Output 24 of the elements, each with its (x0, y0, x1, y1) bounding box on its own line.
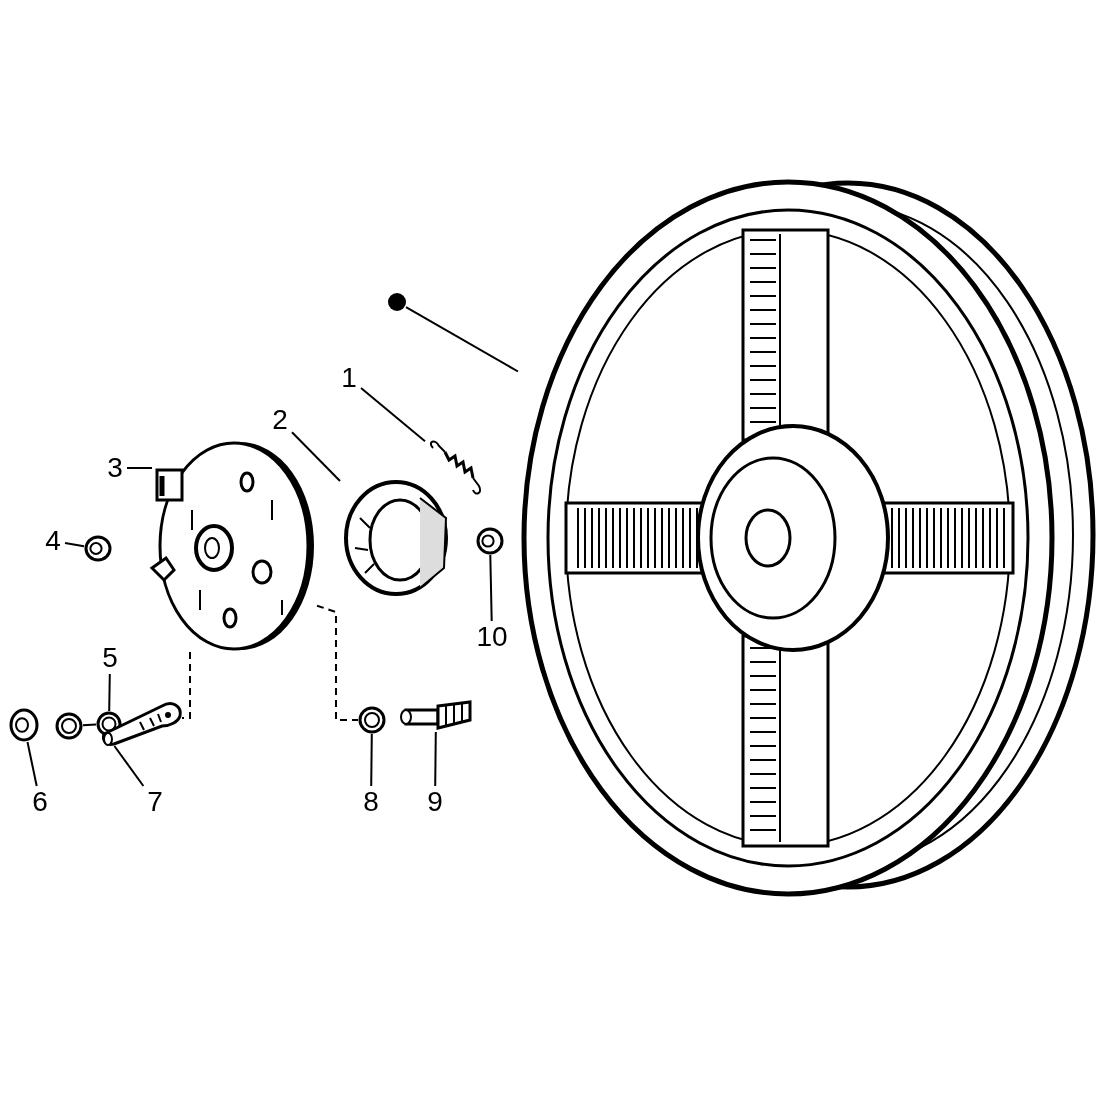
callout-number: 1 (337, 362, 361, 394)
callout-number: 7 (143, 786, 167, 818)
callout-number: 5 (98, 642, 122, 674)
leader-line (82, 723, 97, 727)
leader-line (370, 733, 373, 787)
callout-number: 6 (28, 786, 52, 818)
leader-line (291, 431, 341, 482)
leader-line (360, 387, 426, 443)
leader-line (126, 467, 153, 469)
leader-line (113, 745, 145, 787)
assembly-line (181, 651, 191, 719)
assembly-line (316, 604, 359, 721)
leader-line (405, 306, 519, 373)
leader-line (434, 731, 437, 787)
callout-number: 3 (103, 452, 127, 484)
leader-line (26, 741, 38, 787)
callout-number: 9 (423, 786, 447, 818)
callout-number: 8 (359, 786, 383, 818)
leader-line (108, 673, 111, 712)
leader-line (489, 554, 493, 622)
callout-number: 10 (473, 621, 511, 653)
callout-number: 2 (268, 404, 292, 436)
leader-line (64, 542, 85, 548)
callout-number: 4 (41, 525, 65, 557)
